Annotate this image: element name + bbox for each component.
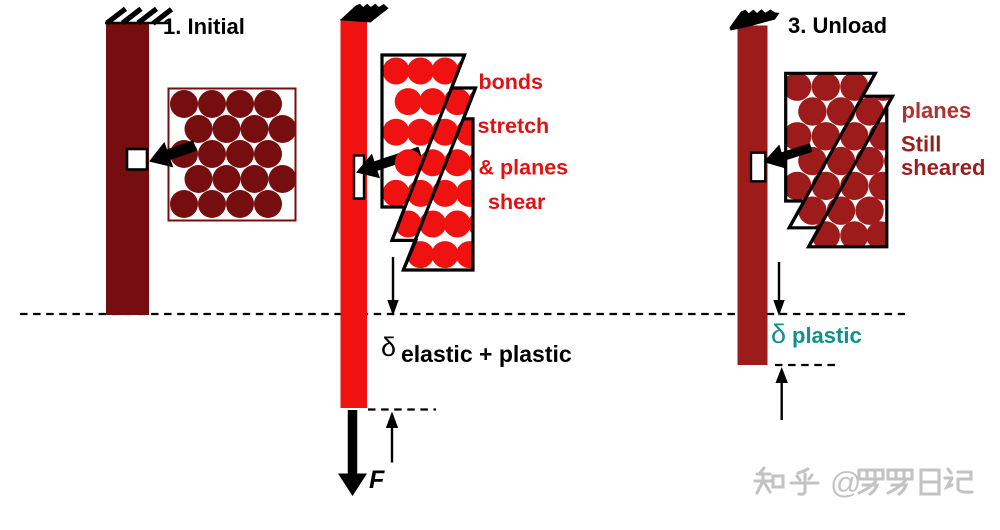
svg-text:F: F (369, 466, 385, 494)
svg-text:stretch: stretch (478, 114, 550, 138)
svg-text:planes: planes (902, 98, 972, 123)
svg-text:sheared: sheared (901, 155, 985, 180)
svg-text:bonds: bonds (479, 70, 544, 94)
svg-text:Still: Still (901, 132, 941, 157)
svg-text:@: @ (830, 465, 861, 500)
svg-text:3. Unload: 3. Unload (788, 13, 887, 38)
svg-text:δ: δ (381, 332, 396, 362)
svg-text:δ: δ (771, 319, 786, 349)
svg-text:plastic: plastic (792, 323, 862, 348)
svg-text:elastic + plastic: elastic + plastic (401, 341, 572, 367)
svg-text:1. Initial: 1. Initial (163, 14, 245, 39)
svg-text:& planes: & planes (479, 156, 569, 180)
svg-text:shear: shear (488, 190, 546, 214)
